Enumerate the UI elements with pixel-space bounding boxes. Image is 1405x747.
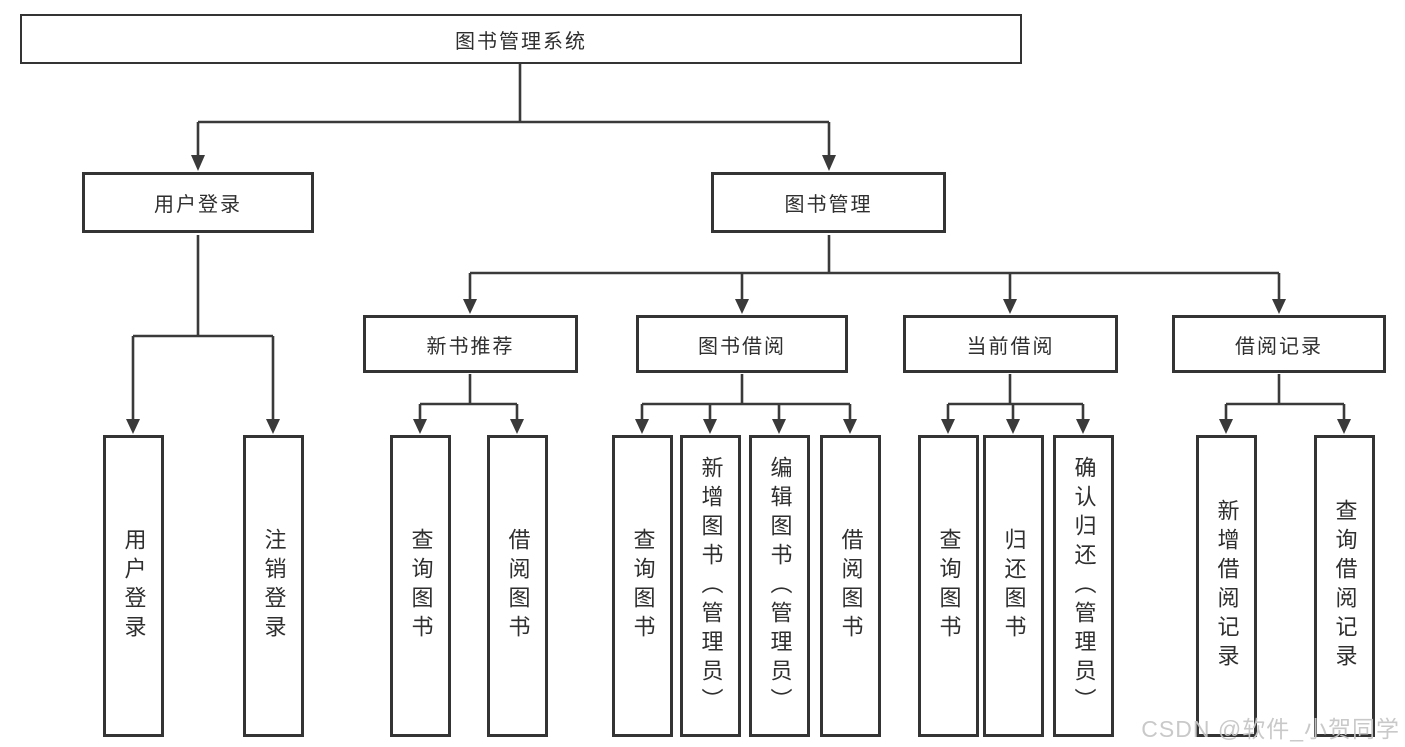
leaf-query-book-current: 查询图书 [918,435,979,737]
rail-borrow [640,374,852,420]
rail-new-books [418,374,519,420]
leaf-add-book-admin: 新增图书（管理员） [680,435,741,737]
leaf-borrow-book-recommend: 借阅图书 [487,435,548,737]
arrow-down-icon [191,155,205,171]
arrow-down-icon [1003,299,1017,314]
arrow-down-icon [843,419,857,434]
leaf-query-book-recommend: 查询图书 [390,435,451,737]
arrow-down-icon [822,155,836,171]
rail-user-login [131,235,275,420]
arrow-down-icon [463,299,477,314]
leaf-edit-book-admin: 编辑图书（管理员） [749,435,810,737]
arrow-down-icon [126,419,140,434]
node-current-borrow: 当前借阅 [903,315,1118,373]
leaf-query-borrow-record: 查询借阅记录 [1314,435,1375,737]
node-user-login-branch: 用户登录 [82,172,314,233]
arrow-down-icon [510,419,524,434]
leaf-borrow-book: 借阅图书 [820,435,881,737]
node-new-book-recommend: 新书推荐 [363,315,578,373]
rail-root [196,62,831,157]
node-book-borrow: 图书借阅 [636,315,848,373]
node-root-system: 图书管理系统 [20,14,1022,64]
arrow-down-icon [1219,419,1233,434]
csdn-watermark: CSDN @软件_小贺同学 [1141,716,1400,742]
arrow-down-icon [266,419,280,434]
leaf-query-book-borrow: 查询图书 [612,435,673,737]
arrow-down-icon [1006,419,1020,434]
arrow-down-icon [941,419,955,434]
leaf-add-borrow-record: 新增借阅记录 [1196,435,1257,737]
rail-book-mgmt [468,235,1281,300]
leaf-user-login: 用户登录 [103,435,164,737]
arrow-down-icon [1337,419,1351,434]
arrow-down-icon [1272,299,1286,314]
leaf-confirm-return-admin: 确认归还（管理员） [1053,435,1114,737]
leaf-return-book: 归还图书 [983,435,1044,737]
arrow-down-icon [635,419,649,434]
arrow-down-icon [413,419,427,434]
arrow-down-icon [772,419,786,434]
node-borrow-records: 借阅记录 [1172,315,1386,373]
leaf-logout: 注销登录 [243,435,304,737]
node-book-management-branch: 图书管理 [711,172,946,233]
rail-current [946,374,1085,420]
rail-records [1224,374,1346,420]
arrow-down-icon [703,419,717,434]
arrow-down-icon [1076,419,1090,434]
arrow-down-icon [735,299,749,314]
